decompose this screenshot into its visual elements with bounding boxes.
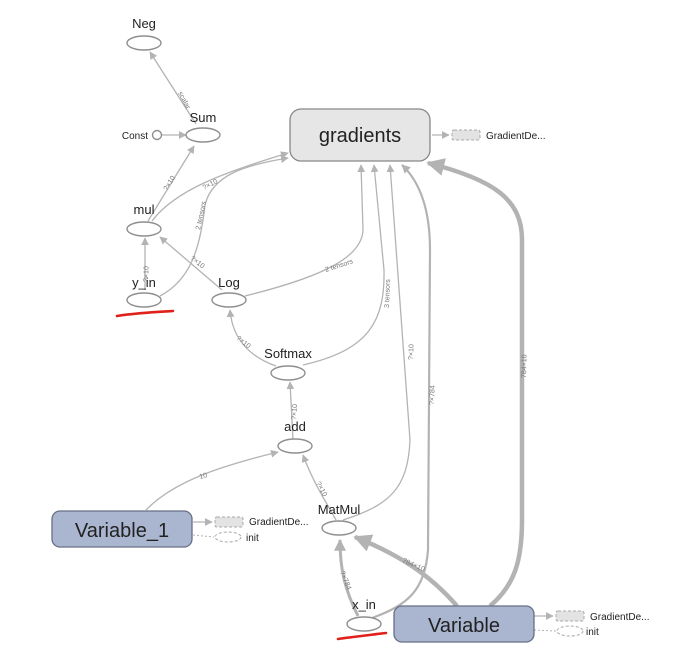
underline-annotation-y-in (115, 309, 175, 318)
neg-shape (126, 35, 162, 51)
edge-variable-gradients (426, 158, 525, 608)
neg-label: Neg (132, 16, 156, 31)
variable-shape (393, 605, 535, 643)
edge-yin-gradients (159, 155, 289, 297)
edge-label-sum-neg: scalar (176, 91, 191, 111)
node-const[interactable]: Const (122, 129, 163, 143)
edge-matmul-add (301, 454, 337, 521)
variable-gd-label: GradientDe... (590, 612, 649, 623)
aux-variable-1-init[interactable]: init (214, 531, 259, 544)
matmul-label: MatMul (318, 502, 361, 517)
edge-matmul-gradients (342, 164, 411, 521)
variable-1-init-shape (214, 531, 242, 543)
variable-1-label: Variable_1 (75, 520, 169, 542)
gradients-gd-shape (451, 129, 481, 141)
edge-label-mul-sum: ?×10 (163, 175, 177, 192)
node-variable[interactable]: Variable (393, 605, 535, 643)
node-y-in[interactable]: y_in (126, 275, 162, 308)
node-x-in[interactable]: x_in (346, 597, 382, 632)
node-log[interactable]: Log (211, 275, 247, 308)
edge-label-matmul-gradients: ?×10 (408, 344, 416, 360)
node-softmax[interactable]: Softmax (264, 346, 312, 381)
matmul-shape (321, 520, 357, 536)
edge-mul-gradients (151, 151, 289, 222)
edge-variable1-add (145, 449, 279, 511)
edge-label-matmul-add: ?×10 (314, 481, 328, 498)
variable-1-init-label: init (246, 533, 259, 544)
edge-label-softmax-gradients: 3 tensors (384, 279, 392, 309)
node-add[interactable]: add (277, 419, 313, 454)
variable-1-gd-label: GradientDe... (249, 517, 308, 528)
aux-variable-init[interactable]: init (556, 625, 599, 638)
variable-1-shape (51, 510, 193, 548)
mul-shape (126, 221, 162, 237)
edges (141, 51, 557, 632)
edge-variable-matmul (353, 534, 459, 608)
node-gradients[interactable]: gradients (289, 108, 431, 162)
edge-add-softmax (286, 381, 295, 441)
y-in-shape (126, 292, 162, 308)
node-variable-1[interactable]: Variable_1 (51, 510, 193, 548)
x-in-shape (346, 616, 382, 632)
edge-log-gradients (244, 164, 366, 297)
edge-label-xin-gradients: ?×784 (429, 385, 437, 405)
variable-init-label: init (586, 627, 599, 638)
softmax-label: Softmax (264, 346, 312, 361)
edge-sum-neg (149, 51, 197, 125)
node-neg[interactable]: Neg (126, 16, 162, 51)
gradients-shape (289, 108, 431, 162)
edge-label-xin-matmul: ?×784 (338, 570, 352, 591)
edge-log-mul (159, 236, 223, 291)
edge-label-add-softmax: ?×10 (291, 404, 299, 420)
const-label: Const (122, 131, 148, 142)
gradients-gd-label: GradientDe... (486, 131, 545, 142)
underline-annotation-x-in (336, 631, 388, 641)
y-in-label: y_in (132, 275, 156, 290)
edge-xin-gradients (371, 164, 432, 620)
sum-shape (185, 127, 221, 143)
aux-variable-gd[interactable]: GradientDe... (555, 610, 649, 623)
node-matmul[interactable]: MatMul (318, 502, 361, 536)
edge-label-variable-matmul: 784×10 (401, 557, 425, 573)
x-in-label: x_in (352, 597, 376, 612)
aux-gradients-gd[interactable]: GradientDe... (451, 129, 545, 142)
aux-variable-1-gd[interactable]: GradientDe... (214, 516, 308, 528)
edge-label-log-gradients: 2 tensors (324, 258, 354, 274)
log-label: Log (218, 275, 240, 290)
edge-label-softmax-log: ?×10 (235, 335, 252, 350)
edge-label-yin-gradients: 2 tensors (195, 200, 208, 230)
log-shape (211, 292, 247, 308)
node-sum[interactable]: Sum (185, 110, 221, 143)
variable-label: Variable (428, 615, 500, 637)
variable-1-gd-shape (214, 516, 244, 528)
edge-label-yin-mul: ?×10 (143, 266, 151, 282)
variable-init-shape (556, 625, 584, 637)
edge-label-variable-gradients: 784×10 (521, 354, 528, 378)
add-label: add (284, 419, 306, 434)
edge-label-mul-gradients: ?×10 (202, 178, 219, 191)
edge-label-variable1-add: 10 (199, 472, 208, 481)
softmax-shape (270, 365, 306, 381)
edge-variable-init (533, 629, 557, 632)
edge-mul-sum (147, 145, 195, 222)
node-mul[interactable]: mul (126, 202, 162, 237)
edge-softmax-gradients (302, 164, 385, 366)
edge-variable1-init (192, 534, 215, 538)
variable-gd-shape (555, 610, 585, 622)
mul-label: mul (134, 202, 155, 217)
edge-xin-matmul (334, 538, 360, 617)
sum-label: Sum (190, 110, 217, 125)
edge-softmax-log (226, 309, 277, 367)
const-shape (151, 129, 163, 141)
gradients-label: gradients (319, 125, 401, 147)
add-shape (277, 438, 313, 454)
